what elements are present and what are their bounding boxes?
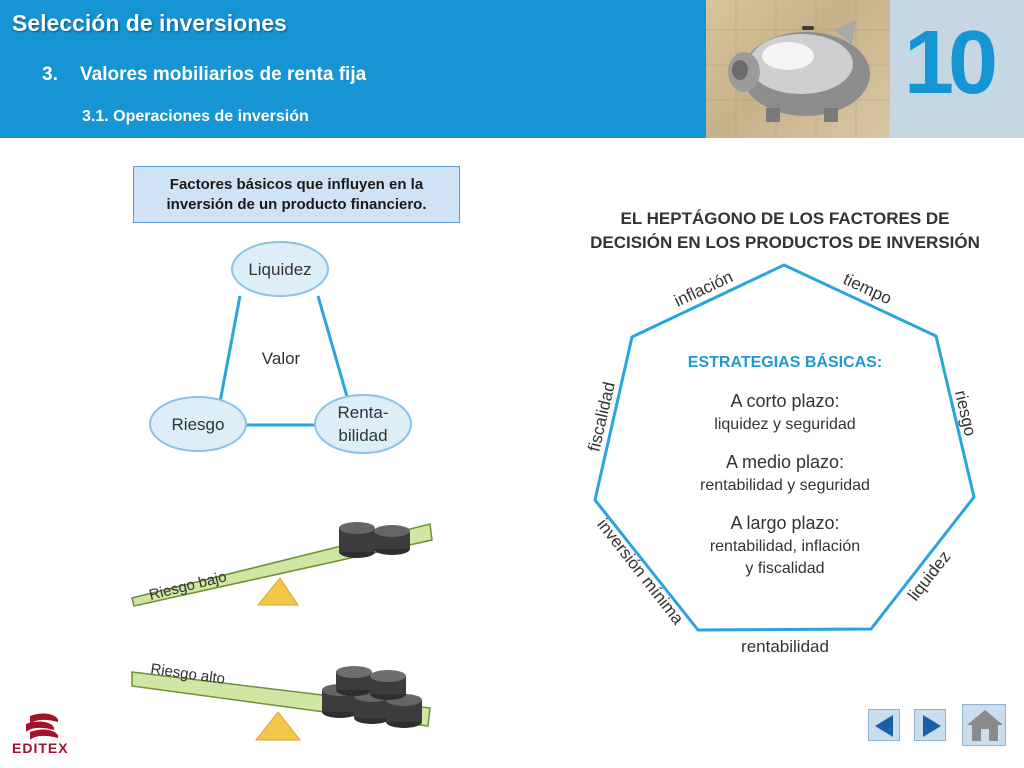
value-triangle: Liquidez Valor Riesgo Renta- bilidad bbox=[149, 241, 412, 454]
side-label-rentabilidad: rentabilidad bbox=[741, 637, 829, 656]
rentabilidad-label-2: bilidad bbox=[338, 426, 387, 445]
chapter-number: 10 bbox=[904, 13, 998, 113]
arrow-left-icon bbox=[875, 715, 893, 737]
subsection-title: 3.1. Operaciones de inversión bbox=[82, 108, 309, 125]
strategy-largo-detail-2: y fiscalidad bbox=[745, 560, 824, 577]
section-number: 3. bbox=[42, 64, 58, 85]
section-title-text: Valores mobiliarios de renta fija bbox=[80, 64, 367, 85]
coin-pile bbox=[322, 666, 422, 728]
strategy-corto-detail: liquidez y seguridad bbox=[714, 416, 855, 433]
strategies-title: ESTRATEGIAS BÁSICAS: bbox=[688, 352, 882, 371]
editex-logo-text: EDITEX bbox=[12, 740, 69, 756]
caption-line-2: inversión de un producto financiero. bbox=[166, 195, 427, 213]
liquidez-label: Liquidez bbox=[248, 260, 311, 279]
valor-label: Valor bbox=[262, 349, 301, 368]
editex-logo-icon bbox=[26, 713, 59, 740]
rentabilidad-node bbox=[314, 394, 412, 454]
riesgo-bajo-label: Riesgo bajo bbox=[147, 568, 228, 604]
liquidez-node bbox=[231, 241, 329, 297]
heptagon-title-line-2: DECISIÓN EN LOS PRODUCTOS DE INVERSIÓN bbox=[590, 233, 980, 252]
heptagon-diagram: EL HEPTÁGONO DE LOS FACTORES DE DECISIÓN… bbox=[584, 209, 979, 656]
caption-line-1: Factores básicos que influyen en la bbox=[169, 176, 424, 193]
heptagon-shape bbox=[593, 263, 976, 632]
strategy-medio: A medio plazo: bbox=[726, 452, 844, 472]
page-title: Selección de inversiones bbox=[12, 10, 287, 36]
home-button[interactable] bbox=[962, 704, 1006, 746]
strategy-largo: A largo plazo: bbox=[730, 513, 839, 533]
riesgo-node bbox=[149, 396, 247, 452]
prev-slide-button[interactable] bbox=[868, 709, 900, 741]
heptagon-title-line-1: EL HEPTÁGONO DE LOS FACTORES DE bbox=[620, 209, 949, 228]
strategy-corto: A corto plazo: bbox=[730, 391, 839, 411]
header-bar: Selección de inversiones 3. Valores mobil… bbox=[0, 0, 706, 138]
rentabilidad-label-1: Renta- bbox=[337, 403, 388, 422]
riesgo-label: Riesgo bbox=[172, 415, 225, 434]
seesaw-high-risk: Riesgo alto bbox=[131, 661, 431, 741]
piggy-bank-image bbox=[706, 0, 890, 138]
coin-stack bbox=[339, 522, 410, 558]
diagram-caption: Factores básicos que influyen en la inve… bbox=[133, 166, 460, 223]
section-title: 3. Valores mobiliarios de renta fija bbox=[42, 64, 366, 86]
seesaw-low-risk: Riesgo bajo bbox=[131, 522, 433, 607]
chapter-number-panel: 10 bbox=[890, 0, 1024, 138]
strategy-largo-detail-1: rentabilidad, inflación bbox=[710, 538, 860, 555]
strategy-medio-detail: rentabilidad y seguridad bbox=[700, 477, 870, 494]
home-icon bbox=[967, 710, 1003, 741]
next-slide-button[interactable] bbox=[914, 709, 946, 741]
arrow-right-icon bbox=[923, 715, 941, 737]
